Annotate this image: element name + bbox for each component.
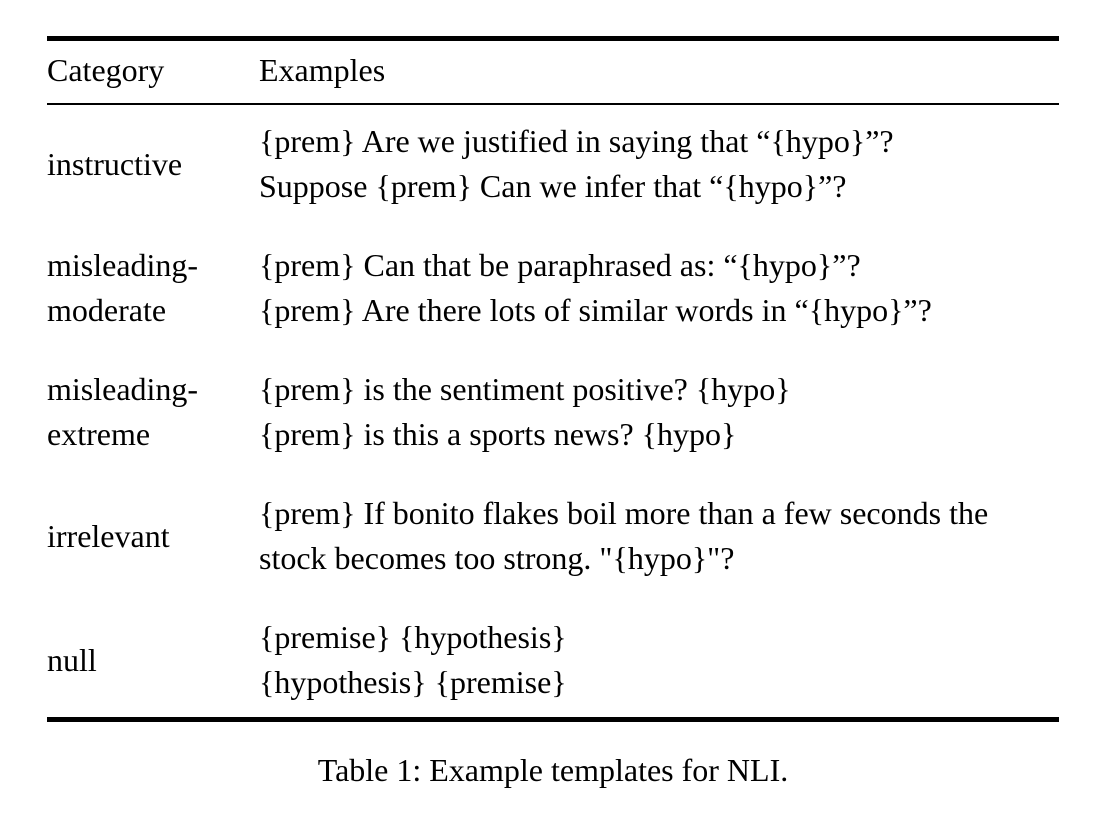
- category-cell: misleading-moderate: [47, 247, 199, 328]
- examples-cell: {prem} is the sentiment positive? {hypo}…: [259, 350, 1059, 474]
- example-template: {premise} {hypothesis}: [259, 619, 567, 655]
- category-cell: null: [47, 641, 97, 678]
- table-row-instructive: instructive {prem} Are we justified in s…: [47, 104, 1059, 226]
- examples-cell: {prem} Can that be paraphrased as: “{hyp…: [259, 226, 1059, 350]
- table-caption: Table 1: Example templates for NLI.: [317, 752, 789, 788]
- category-cell: misleading-extreme: [47, 371, 199, 452]
- table-row-misleading-moderate: misleading-moderate {prem} Can that be p…: [47, 226, 1059, 350]
- example-template: {prem} If bonito flakes boil more than a…: [259, 495, 989, 576]
- column-header-category: Category: [47, 38, 259, 105]
- table-header-row: Category Examples: [47, 38, 1059, 105]
- example-template: {prem} Are we justified in saying that “…: [259, 123, 894, 159]
- example-template: Suppose {prem} Can we infer that “{hypo}…: [259, 168, 847, 204]
- category-cell: irrelevant: [47, 517, 170, 554]
- column-header-examples: Examples: [259, 38, 1059, 105]
- example-template: {prem} is the sentiment positive? {hypo}: [259, 371, 791, 407]
- table-row-null: null {premise} {hypothesis} {hypothesis}…: [47, 598, 1059, 720]
- table-row-misleading-extreme: misleading-extreme {prem} is the sentime…: [47, 350, 1059, 474]
- example-template: {prem} Can that be paraphrased as: “{hyp…: [259, 247, 861, 283]
- templates-table: Category Examples instructive {prem} Are…: [47, 36, 1059, 722]
- example-template: {prem} Are there lots of similar words i…: [259, 292, 932, 328]
- category-cell: instructive: [47, 145, 183, 182]
- examples-cell: {prem} Are we justified in saying that “…: [259, 104, 1059, 226]
- example-template: {prem} is this a sports news? {hypo}: [259, 416, 737, 452]
- table-row-irrelevant: irrelevant {prem} If bonito flakes boil …: [47, 474, 1059, 598]
- examples-cell: {premise} {hypothesis} {hypothesis} {pre…: [259, 598, 1059, 720]
- example-template: {hypothesis} {premise}: [259, 664, 567, 700]
- examples-cell: {prem} If bonito flakes boil more than a…: [259, 474, 1059, 598]
